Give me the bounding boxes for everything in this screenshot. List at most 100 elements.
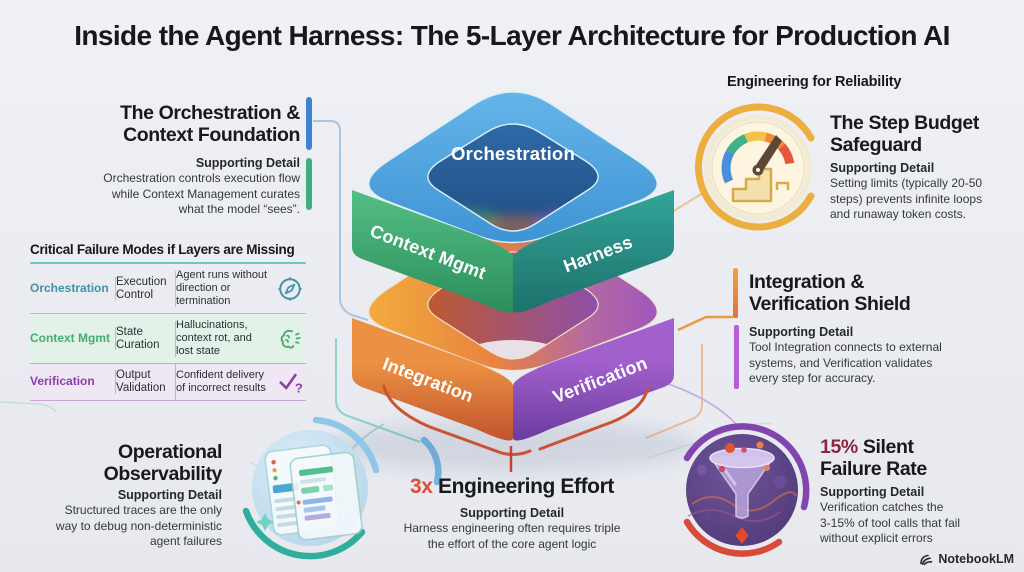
- supporting-detail-label: Supporting Detail: [749, 325, 854, 339]
- observability-heading-line2: Observability: [103, 463, 223, 485]
- step-budget-body-line2: steps) prevents infinite loops: [830, 191, 983, 206]
- gauge-needle: [754, 135, 782, 174]
- silent-failure-body-line2: 3-15% of tool calls that fail: [820, 515, 961, 530]
- foundation-blue-bar: [306, 97, 312, 150]
- foundation-callout-detail: Supporting Detail Orchestration controls…: [40, 155, 300, 218]
- step-budget-heading-line1: The Step Budget: [830, 112, 979, 134]
- failure-table-rule: [30, 262, 306, 264]
- step-budget-heading: The Step Budget Safeguard: [830, 112, 979, 156]
- reliability-eyebrow: Engineering for Reliability: [727, 74, 902, 90]
- steps-motif: [731, 167, 773, 203]
- orchestration-label: Orchestration: [451, 143, 575, 164]
- silent-failure-heading-line1: 15% Silent: [820, 436, 927, 458]
- step-budget-heading-line2: Safeguard: [830, 134, 922, 156]
- foundation-green-bar: [306, 158, 312, 210]
- step-budget-body-line3: and runaway token costs.: [830, 207, 967, 221]
- failure-table-title: Critical Failure Modes if Layers are Mis…: [30, 242, 295, 257]
- shield-purple-bar: [734, 325, 739, 389]
- shield-orange-bar: [733, 268, 738, 318]
- observability-heading-line1: Operational: [118, 441, 222, 463]
- top-ring-inner-panel: [427, 124, 599, 231]
- observability-callout-detail: Supporting Detail Structured traces are …: [10, 487, 222, 550]
- connector-left-callout: [313, 120, 369, 321]
- foundation-callout-heading: The Orchestration & Context Foundation: [55, 102, 300, 146]
- failure-rate-stat: 15%: [820, 436, 858, 458]
- row-mode: State Curation: [116, 320, 176, 357]
- supporting-detail-label: Supporting Detail: [195, 156, 300, 170]
- shield-heading-line1: Integration &: [749, 271, 865, 293]
- table-row-verification: Verification Output Validation Confident…: [30, 364, 306, 401]
- row-consequence: Hallucinations, context rot, and lost st…: [176, 319, 252, 357]
- table-row-context: Context Mgmt State Curation Hallucinatio…: [30, 314, 306, 364]
- silent-failure-detail: Supporting Detail Verification catches t…: [820, 484, 1020, 547]
- shield-heading-line2: Verification Shield: [749, 293, 911, 315]
- observability-callout-heading: Operational Observability: [10, 441, 223, 485]
- shield-body-line3: every step for accuracy.: [749, 371, 876, 385]
- foundation-body-line2: while Context Management curates: [111, 186, 300, 201]
- row-layer-name: Context Mgmt: [30, 326, 116, 351]
- effort-heading-rest: Engineering Effort: [432, 475, 614, 498]
- foundation-body-line3: what the model “sees”.: [178, 202, 300, 216]
- observability-dashboard-icon: [242, 416, 380, 560]
- step-budget-detail: Supporting Detail Setting limits (typica…: [830, 160, 1020, 223]
- observability-body-line3: agent failures: [149, 534, 222, 548]
- effort-heading: 3x Engineering Effort: [362, 476, 662, 498]
- decor-orange-line: [645, 344, 703, 439]
- shield-body-line1: Tool Integration connects to external: [749, 340, 942, 354]
- effort-stat: 3x: [410, 475, 433, 498]
- silent-failure-body-line3: without explicit errors: [820, 531, 933, 545]
- context-mgmt-face: [352, 190, 513, 313]
- check-question-icon: ?: [274, 369, 306, 395]
- top-layer-ring: Orchestration Context Mgmt Harness: [352, 91, 674, 313]
- notebooklm-icon: [920, 554, 933, 566]
- top-ring-top-face: [368, 91, 658, 244]
- verification-face: [513, 318, 674, 441]
- shield-detail: Supporting Detail Tool Integration conne…: [749, 324, 989, 387]
- shield-heading: Integration & Verification Shield: [749, 271, 911, 315]
- supporting-detail-label: Supporting Detail: [117, 488, 222, 502]
- row-consequence: Confident delivery of incorrect results: [176, 369, 266, 394]
- connector-gauge: [671, 190, 707, 213]
- brain-icon: [274, 326, 306, 352]
- effort-body-line1: Harness engineering often requires tripl…: [403, 521, 621, 535]
- foundation-body-line1: Orchestration controls execution flow: [103, 171, 300, 185]
- connector-shield: [677, 315, 733, 332]
- brand-name: NotebookLM: [938, 552, 1014, 566]
- table-row-orchestration: Orchestration Execution Control Agent ru…: [30, 264, 306, 314]
- row-mode: Execution Control: [116, 270, 176, 307]
- brand-footer: NotebookLM: [919, 552, 1014, 566]
- supporting-detail-label: Supporting Detail: [820, 485, 925, 499]
- decor-teal-edge-line: [0, 401, 57, 413]
- silent-failure-heading-rest: Silent: [857, 436, 914, 458]
- compass-icon: [274, 276, 306, 302]
- silent-failure-body-line1: Verification catches the: [820, 500, 944, 514]
- supporting-detail-label: Supporting Detail: [830, 161, 935, 175]
- drop-diamond: [735, 527, 749, 544]
- foundation-heading-line1: The Orchestration &: [120, 102, 300, 124]
- row-mode: Output Validation: [116, 364, 176, 400]
- svg-text:?: ?: [295, 380, 303, 395]
- effort-body-line2: the effort of the core agent logic: [427, 536, 597, 551]
- observability-body-line2: way to debug non-deterministic: [55, 518, 222, 533]
- silent-failure-heading: 15% Silent Failure Rate: [820, 436, 927, 480]
- stack-shadow: [328, 419, 698, 473]
- foundation-heading-line2: Context Foundation: [123, 124, 300, 146]
- trace-windows: [264, 444, 363, 541]
- observability-body-line1: Structured traces are the only: [64, 503, 222, 517]
- supporting-detail-label: Supporting Detail: [459, 506, 565, 520]
- step-budget-gauge-icon: [694, 103, 815, 231]
- effort-detail: Supporting Detail Harness engineering of…: [312, 505, 712, 552]
- row-consequence: Agent runs without direction or terminat…: [176, 269, 268, 307]
- row-layer-name: Verification: [30, 370, 116, 394]
- harness-face: [513, 190, 674, 313]
- step-budget-body-line1: Setting limits (typically 20-50: [830, 176, 983, 190]
- page-title: Inside the Agent Harness: The 5-Layer Ar…: [74, 20, 950, 51]
- shield-body-line2: systems, and Verification validates: [749, 355, 933, 370]
- silent-failure-heading-line2: Failure Rate: [820, 458, 927, 480]
- row-layer-name: Orchestration: [30, 276, 116, 301]
- sparkle-icon: [256, 513, 274, 531]
- failure-funnel-icon: [683, 423, 810, 557]
- decor-red-curve-left: [382, 384, 532, 456]
